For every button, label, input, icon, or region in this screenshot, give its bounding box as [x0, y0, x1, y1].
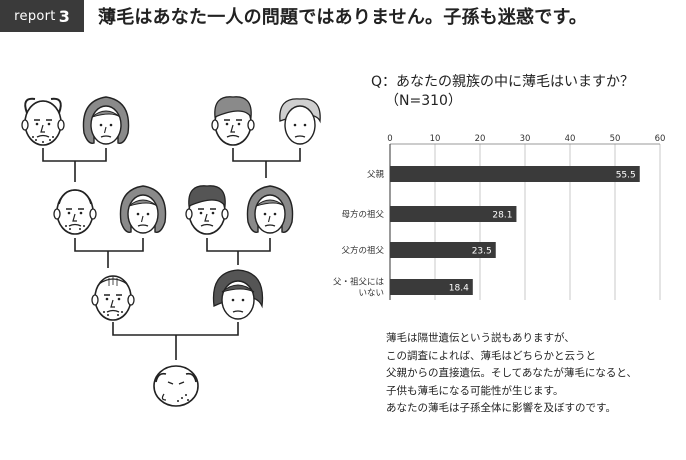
- x-tick-label: 0: [387, 134, 392, 144]
- report-badge-number: 3: [58, 6, 70, 26]
- bar-value-label: 23.5: [472, 247, 492, 257]
- category-label: 母方の祖父: [341, 209, 384, 220]
- report-badge: report 3: [0, 0, 84, 32]
- sample-size: （N=310）: [385, 93, 462, 109]
- description-line: 子供も薄毛になる可能性が生じます。: [386, 384, 564, 397]
- survey-question: Q：あなたの親族の中に薄毛はいますか？ （N=310）: [371, 73, 634, 111]
- description-line: この調査によれば、薄毛はどちらかと云うと: [386, 349, 596, 362]
- bar-value-label: 18.4: [449, 284, 469, 294]
- father-grandfather-paternal: [53, 189, 97, 235]
- grandmother-paternal: [119, 185, 167, 234]
- category-label: 父方の祖父: [341, 245, 384, 256]
- x-tick-label: 40: [565, 134, 576, 144]
- you-balding-person: [153, 365, 199, 407]
- x-tick-label: 20: [475, 134, 486, 144]
- description-line: あなたの薄毛は子孫全体に影響を及ぼすのです。: [386, 402, 616, 414]
- bar-chart: 0 10 20 30 40 50 60 55.5 父親 28.1 母方の祖父 23.5 父方の祖父 18.…: [333, 134, 666, 300]
- family-tree-illustration: [21, 96, 321, 407]
- bar: [390, 166, 640, 182]
- father: [91, 275, 135, 321]
- grandmother-paternal-maternal: [279, 98, 321, 145]
- category-label: 父親: [367, 169, 385, 180]
- grandmother-paternal-paternal: [82, 96, 130, 145]
- description-line: 父親からの直接遺伝。そしてあなたが薄毛になると、: [386, 367, 637, 379]
- x-tick-label: 50: [610, 134, 621, 144]
- bar: [390, 242, 496, 258]
- grandfather-maternal: [185, 185, 229, 235]
- grandmother-maternal: [246, 185, 294, 234]
- grandfather-paternal-maternal: [211, 96, 255, 146]
- grandfather-paternal-paternal: [21, 97, 65, 146]
- description-text: 薄毛は隔世遺伝という説もありますが、この調査によれば、薄毛はどちらかと云うと父親…: [386, 330, 637, 418]
- mother: [212, 269, 264, 320]
- question-text: Q：あなたの親族の中に薄毛はいますか？: [371, 74, 635, 90]
- tree-lines: [42, 148, 301, 360]
- bar: [390, 206, 517, 222]
- top-bar: report 3 薄毛はあなた一人の問題ではありません。子孫も迷惑です。: [0, 0, 686, 32]
- bar-value-label: 28.1: [492, 211, 512, 221]
- bar: [390, 279, 473, 295]
- bar-value-label: 55.5: [616, 171, 636, 181]
- x-tick-label: 10: [430, 134, 441, 144]
- description-line: 薄毛は隔世遺伝という説もありますが、: [386, 332, 575, 344]
- page-title: 薄毛はあなた一人の問題ではありません。子孫も迷惑です。: [98, 7, 588, 28]
- x-tick-label: 60: [655, 134, 666, 144]
- report-badge-word: report: [14, 8, 56, 24]
- x-tick-label: 30: [520, 134, 531, 144]
- category-label: 父・祖父にはいない: [333, 277, 385, 299]
